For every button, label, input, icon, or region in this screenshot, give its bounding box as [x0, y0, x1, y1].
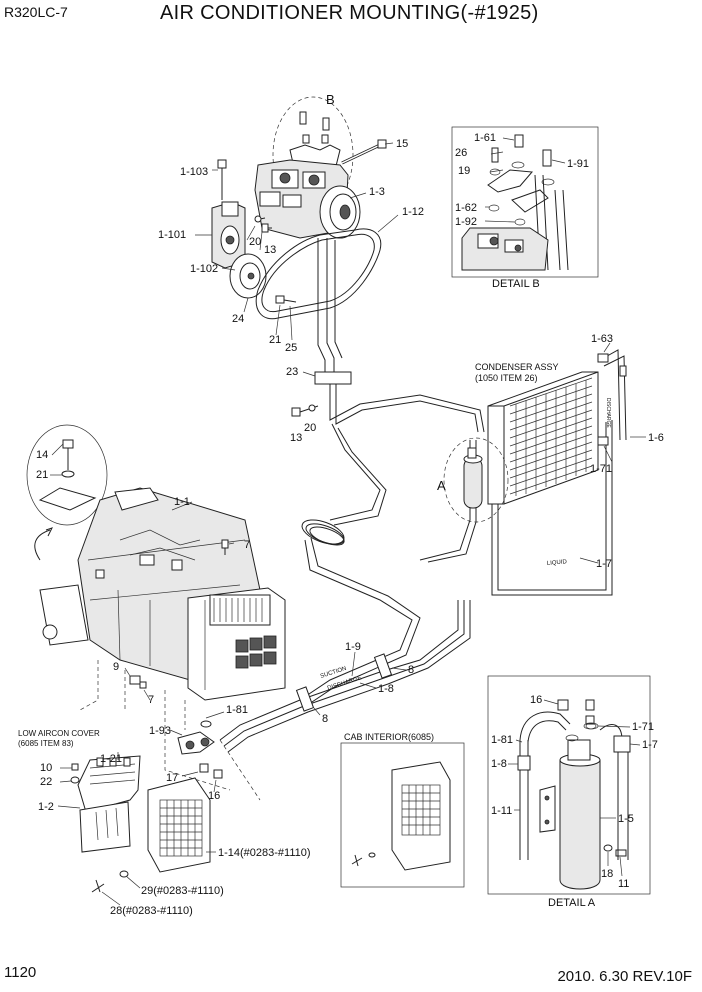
callout-21-left: 21 — [36, 469, 48, 481]
callout-b-26: 26 — [455, 147, 467, 159]
ref-label-b: B — [326, 92, 335, 107]
caption-detail-b: DETAIL B — [492, 278, 540, 290]
callout-8-a: 8 — [408, 664, 414, 676]
caption-condenser-assy: CONDENSER ASSY — [475, 362, 559, 372]
callout-a-1-7: 1-7 — [642, 739, 658, 751]
callout-1-7: 1-7 — [596, 558, 612, 570]
hose-label-liquid: LIQUID — [547, 559, 568, 567]
low-aircon-cover: LOW AIRCON COVER (6085 ITEM 83) 10 22 1-… — [18, 729, 141, 853]
caption-low-aircon-item: (6085 ITEM 83) — [18, 739, 74, 748]
callout-16: 16 — [208, 790, 220, 802]
hose-label-suction: SUCTION — [320, 666, 348, 680]
grille-grid — [159, 799, 203, 857]
callout-20-top: 20 — [249, 236, 261, 248]
callout-15: 15 — [396, 138, 408, 150]
callout-29: 29(#0283-#1110) — [141, 885, 224, 897]
callout-a-18: 18 — [601, 868, 613, 880]
callout-21-top: 21 — [269, 334, 281, 346]
callout-b-19: 19 — [458, 165, 470, 177]
callout-17: 17 — [166, 772, 178, 784]
callout-8-b: 8 — [322, 713, 328, 725]
callout-1-103: 1-103 — [180, 166, 208, 178]
evaporator-grid — [209, 594, 277, 669]
callout-1-12: 1-12 — [402, 206, 424, 218]
callout-24: 24 — [232, 313, 244, 325]
callout-25: 25 — [285, 342, 297, 354]
callout-1-9: 1-9 — [345, 641, 361, 653]
callout-b-1-92: 1-92 — [455, 216, 477, 228]
callout-b-1-91: 1-91 — [567, 158, 589, 170]
callout-28: 28(#0283-#1110) — [110, 905, 193, 917]
cab-interior-box: CAB INTERIOR(6085) — [340, 732, 465, 888]
callout-1-1: 1-1 — [174, 496, 190, 508]
callout-1-93: 1-93 — [149, 725, 171, 737]
callout-b-1-61: 1-61 — [474, 132, 496, 144]
callout-20-mid: 20 — [304, 422, 316, 434]
callout-a-1-11: 1-11 — [491, 805, 512, 817]
revision-date: 2010. 6.30 REV.10F — [557, 968, 692, 985]
hose-label-discharge: DISCHARGE — [327, 675, 363, 692]
page-number: 1120 — [4, 964, 37, 981]
callout-7-top: 7 — [244, 539, 250, 551]
callout-9: 9 — [113, 661, 119, 673]
detail-a-box: 16 1-71 1-81 1-7 1-8 1-11 1-5 18 11 DETA… — [487, 675, 658, 909]
callout-a-1-81: 1-81 — [491, 734, 513, 746]
caption-condenser-item: (1050 ITEM 26) — [475, 373, 538, 383]
caption-cab-interior: CAB INTERIOR(6085) — [344, 732, 434, 742]
callout-a-1-71: 1-71 — [632, 721, 654, 733]
caption-low-aircon-cover: LOW AIRCON COVER — [18, 729, 100, 738]
callout-7-low: 7 — [148, 694, 154, 706]
compressor-assembly: B — [158, 92, 424, 354]
ac-unit-assembly: 14 21 — [26, 424, 286, 802]
callout-1-71: 1-71 — [590, 463, 612, 475]
callout-1-14: 1-14(#0283-#1110) — [218, 847, 311, 859]
callout-a-11: 11 — [618, 878, 629, 890]
model-code: R320LC-7 — [4, 4, 68, 20]
callout-22: 22 — [40, 776, 52, 788]
callout-1-101: 1-101 — [158, 229, 186, 241]
callout-13-mid: 13 — [290, 432, 302, 444]
callout-a-1-8: 1-8 — [491, 758, 507, 770]
callout-23: 23 — [286, 366, 298, 378]
callout-b-1-62: 1-62 — [455, 202, 477, 214]
hose-label-discharge-right: DISCHARGE — [605, 398, 611, 428]
callout-1-81: 1-81 — [226, 704, 248, 716]
grille-assembly: 1-14(#0283-#1110) 29(#0283-#1110) 28(#02… — [91, 777, 311, 917]
callout-1-6: 1-6 — [648, 432, 664, 444]
condenser-assembly: CONDENSER ASSY (1050 ITEM 26) A 1-63 1-6… — [437, 333, 664, 570]
callout-1-2: 1-2 — [38, 801, 54, 813]
callout-a-16: 16 — [530, 694, 542, 706]
callout-1-8: 1-8 — [378, 683, 394, 695]
caption-detail-a: DETAIL A — [548, 897, 596, 909]
page-title: AIR CONDITIONER MOUNTING(-#1925) — [160, 2, 539, 24]
callout-13-top: 13 — [264, 244, 276, 256]
callout-a-1-5: 1-5 — [618, 813, 634, 825]
callout-1-21: 1-21 — [100, 753, 122, 765]
ref-label-a: A — [437, 478, 446, 493]
callout-1-63: 1-63 — [591, 333, 613, 345]
callout-10: 10 — [40, 762, 52, 774]
condenser-grid — [509, 377, 593, 496]
callout-1-102: 1-102 — [190, 263, 218, 275]
callout-14: 14 — [36, 449, 48, 461]
callout-1-3: 1-3 — [369, 186, 385, 198]
detail-b-box: 1-61 26 19 1-91 1-62 1-92 DETAIL B — [451, 126, 599, 290]
